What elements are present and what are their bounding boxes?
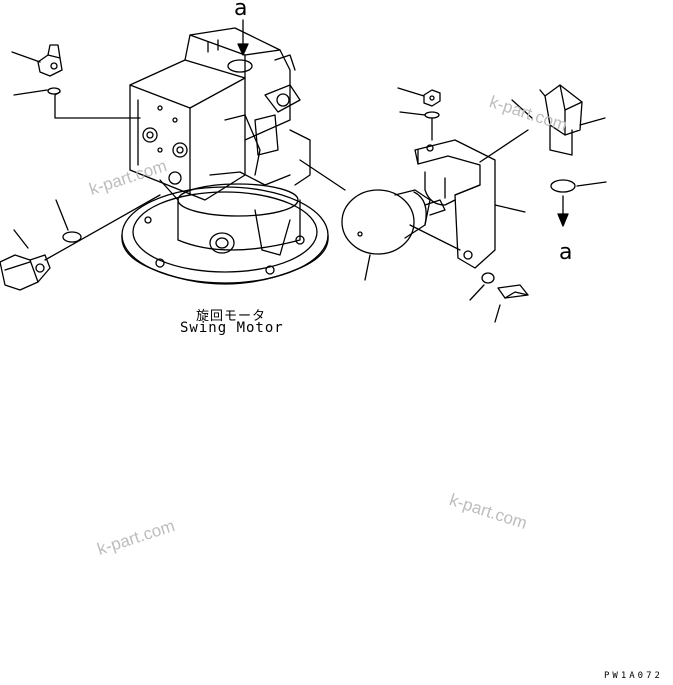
bolt	[494, 284, 529, 323]
caption-japanese: 旋回モータ	[196, 309, 267, 324]
bracket	[414, 129, 529, 269]
leader-line	[54, 91, 141, 119]
elbow-fitting-bottom-left	[0, 229, 51, 291]
washer	[399, 111, 440, 141]
leader-line	[44, 194, 161, 261]
o-ring-bottom-left	[55, 199, 82, 243]
reference-letter-top: a	[234, 0, 248, 21]
nut	[397, 87, 441, 107]
accumulator	[299, 159, 461, 281]
swing-motor	[121, 27, 329, 285]
o-ring-top-left	[13, 87, 61, 96]
lock-washer	[469, 272, 495, 301]
drawing-code: PW1A072	[604, 671, 663, 681]
elbow-fitting-right	[511, 84, 606, 156]
reference-letter-right: a	[559, 240, 573, 265]
elbow-fitting-top-left	[11, 44, 63, 77]
o-ring-right	[550, 179, 607, 193]
caption-english: Swing Motor	[180, 320, 284, 336]
